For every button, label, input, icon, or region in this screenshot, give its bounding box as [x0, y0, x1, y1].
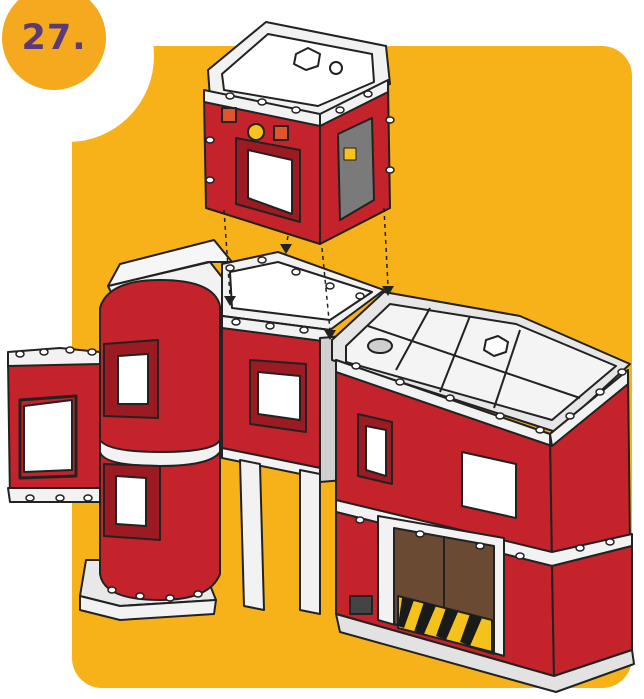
connector-peg-icon	[416, 531, 424, 537]
hex-socket-icon	[484, 336, 508, 356]
garage-module	[332, 292, 634, 692]
connector-peg-icon	[40, 349, 48, 355]
connector-peg-icon	[292, 269, 300, 275]
connector-peg-icon	[576, 545, 584, 551]
connector-peg-icon	[356, 517, 364, 523]
connector-peg-icon	[84, 495, 92, 501]
connector-peg-icon	[336, 107, 344, 113]
connector-peg-icon	[386, 117, 394, 123]
connector-peg-icon	[166, 595, 174, 601]
cylinder-tower	[100, 240, 240, 600]
connector-peg-icon	[258, 257, 266, 263]
warning-light-right-icon	[274, 126, 288, 140]
connector-peg-icon	[300, 327, 308, 333]
connector-peg-icon	[516, 553, 524, 559]
vent-grille-icon	[350, 596, 372, 614]
connector-peg-icon	[136, 593, 144, 599]
step-badge: 27.	[2, 0, 106, 90]
floating-top-module	[204, 22, 390, 244]
connector-peg-icon	[26, 495, 34, 501]
connector-peg-icon	[226, 93, 234, 99]
connector-peg-icon	[606, 539, 614, 545]
beacon-light-icon	[248, 124, 264, 140]
connector-peg-icon	[16, 351, 24, 357]
connector-peg-icon	[232, 319, 240, 325]
connector-peg-icon	[536, 427, 544, 433]
connector-peg-icon	[618, 369, 626, 375]
warning-light-left-icon	[222, 108, 236, 122]
connector-peg-icon	[396, 379, 404, 385]
connector-peg-icon	[194, 591, 202, 597]
connector-peg-icon	[566, 413, 574, 419]
connector-peg-icon	[258, 99, 266, 105]
connector-peg-icon	[496, 413, 504, 419]
connector-peg-icon	[66, 347, 74, 353]
connector-peg-icon	[88, 349, 96, 355]
connector-peg-icon	[326, 283, 334, 289]
connector-peg-icon	[446, 395, 454, 401]
connector-peg-icon	[352, 363, 360, 369]
connector-peg-icon	[108, 587, 116, 593]
connector-peg-icon	[476, 543, 484, 549]
connector-peg-icon	[266, 323, 274, 329]
connector-peg-icon	[292, 107, 300, 113]
connector-peg-icon	[386, 167, 394, 173]
connector-peg-icon	[364, 91, 372, 97]
step-number: 27.	[21, 18, 86, 58]
left-wing-module	[8, 348, 100, 502]
connector-peg-icon	[596, 389, 604, 395]
connector-peg-icon	[206, 177, 214, 183]
connector-peg-icon	[206, 137, 214, 143]
connector-peg-icon	[226, 265, 234, 271]
connector-peg-icon	[56, 495, 64, 501]
connector-peg-icon	[356, 293, 364, 299]
